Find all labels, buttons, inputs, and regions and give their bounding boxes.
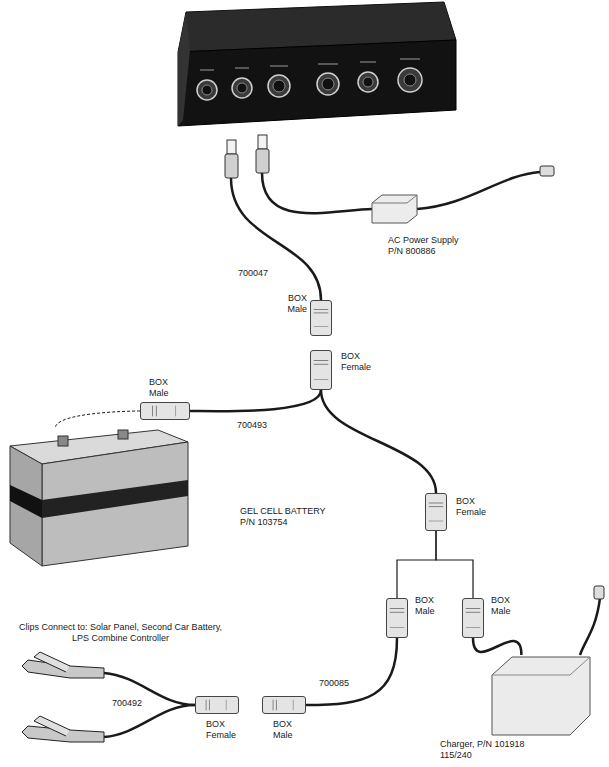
power-supply: AC Power Supply P/N 800886	[372, 195, 417, 223]
cord-plugs	[540, 166, 604, 599]
connector-shape	[311, 351, 331, 389]
cable-connector: BOX Female	[195, 696, 239, 714]
note: Clips Connect to: Solar Panel, Second Ca…	[18, 622, 223, 644]
connector-shape	[426, 494, 446, 530]
cable	[306, 638, 397, 705]
cable-connector: BOX Female	[425, 493, 447, 531]
part-label: BOX Male	[491, 595, 523, 617]
cable-connector: BOX Female	[310, 350, 332, 390]
data-logger	[178, 2, 456, 126]
part-label: BOX Male	[149, 377, 181, 399]
battery-clips	[22, 652, 104, 742]
cable	[190, 390, 321, 411]
part-number: 700047	[238, 268, 278, 279]
cable-connector: BOX Male	[140, 402, 190, 420]
part-number: 700492	[112, 698, 152, 709]
part-number: 700085	[318, 678, 350, 689]
cable	[55, 411, 140, 428]
connector-shape	[196, 697, 238, 713]
battery-shape	[8, 428, 190, 568]
connector-shape	[387, 599, 407, 637]
connector-shape	[263, 697, 305, 713]
cable-connector: BOX Male	[310, 300, 332, 336]
cable	[473, 638, 521, 655]
part-label: BOX Male	[275, 293, 307, 315]
battery-charger: Charger, P/N 101918 115/240	[492, 655, 590, 735]
part-number: 700493	[236, 420, 268, 431]
connector-shape	[463, 599, 483, 637]
connector-shape	[311, 301, 331, 335]
cable-connector: BOX Male	[386, 598, 408, 638]
device-plugs	[225, 135, 269, 178]
part-label: Charger, P/N 101918 115/240	[440, 739, 535, 761]
cable	[397, 531, 436, 598]
cable	[436, 531, 473, 598]
part-label: BOX Male	[415, 595, 447, 617]
cable-connector: BOX Male	[262, 696, 306, 714]
power-supply-shape	[372, 195, 417, 223]
cable-connector: BOX Male	[462, 598, 484, 638]
part-label: BOX Male	[273, 719, 305, 741]
part-label: AC Power Supply P/N 800886	[388, 235, 468, 257]
cable	[321, 390, 436, 493]
part-label: BOX Female	[206, 719, 238, 741]
part-label: BOX Female	[456, 496, 490, 518]
charger-shape	[492, 655, 590, 735]
part-label: BOX Female	[341, 351, 375, 373]
part-label: GEL CELL BATTERY P/N 103754	[240, 506, 335, 528]
connector-shape	[141, 403, 189, 419]
gel-cell-battery: GEL CELL BATTERY P/N 103754	[8, 428, 190, 568]
